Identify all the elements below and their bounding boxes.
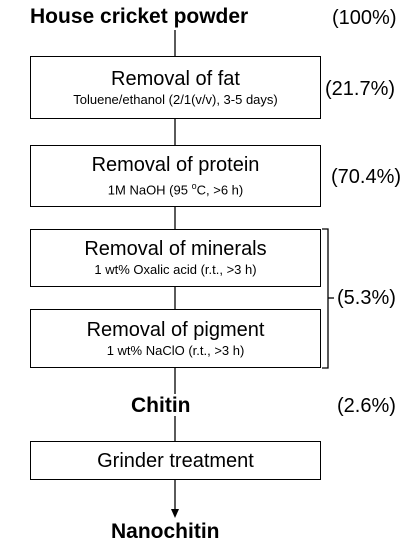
protein-conditions-part2: C, >6 h) [196,182,244,198]
nanochitin-label: Nanochitin [111,520,220,543]
minerals-removal-title: Removal of minerals [84,238,267,260]
pigment-removal-box: Removal of pigment 1 wt% NaClO (r.t., >3… [30,309,321,368]
chitin-percentage: (2.6%) [337,395,396,417]
arrow-head [171,509,179,518]
start-label: House cricket powder [30,5,249,28]
bracket-minerals-pigment [322,228,329,369]
grinder-box: Grinder treatment [30,441,321,480]
fat-removal-box: Removal of fat Toluene/ethanol (2/1(v/v)… [30,56,321,119]
protein-removal-box: Removal of protein 1M NaOH (95 oC, >6 h) [30,145,321,207]
grinder-title: Grinder treatment [97,449,254,472]
degree-superscript: o [191,180,197,191]
protein-percentage: (70.4%) [331,166,402,188]
fat-removal-title: Removal of fat [111,67,240,90]
pigment-removal-conditions: 1 wt% NaClO (r.t., >3 h) [106,342,245,358]
minerals-removal-box: Removal of minerals 1 wt% Oxalic acid (r… [30,229,321,287]
protein-conditions-part1: 1M NaOH (95 [107,182,192,198]
pigment-removal-title: Removal of pigment [86,318,265,341]
fat-percentage: (21.7%) [325,78,396,100]
chitin-label: Chitin [131,394,191,417]
start-percentage: (100%) [332,7,397,29]
fat-removal-conditions: Toluene/ethanol (2/1(v/v), 3-5 days) [73,91,278,107]
minerals-removal-conditions: 1 wt% Oxalic acid (r.t., >3 h) [94,262,257,277]
protein-removal-title: Removal of protein [91,153,260,176]
minerals-pigment-percentage: (5.3%) [337,287,396,309]
protein-removal-conditions: 1M NaOH (95 oC, >6 h) [108,178,243,198]
